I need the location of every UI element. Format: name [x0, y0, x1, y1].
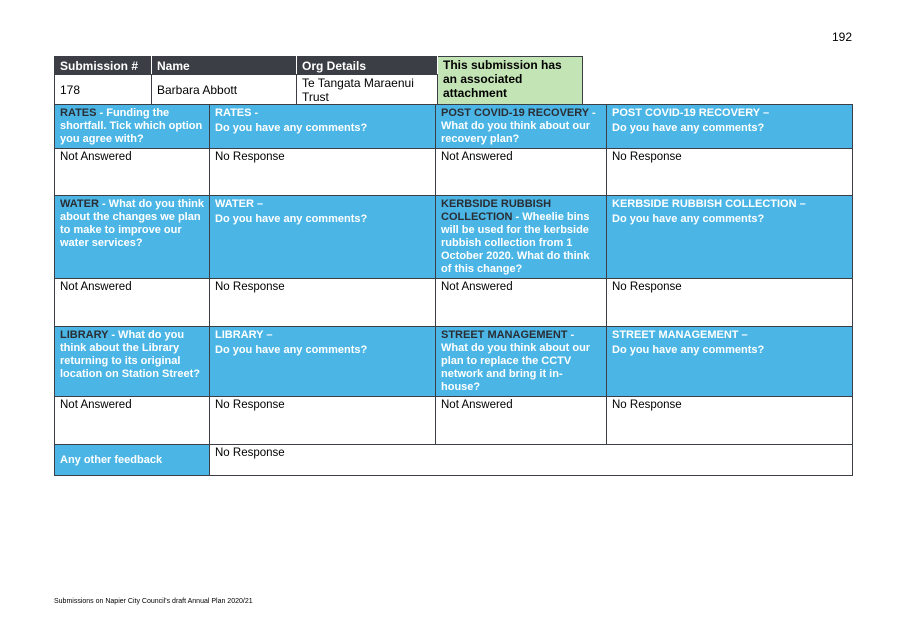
submission-number: 178	[54, 74, 152, 106]
answer-library-location: Not Answered	[54, 396, 210, 445]
question-water-changes: WATER - What do you think about the chan…	[54, 195, 210, 279]
answer-library-comments: No Response	[209, 396, 436, 445]
answer-rates-comments: No Response	[209, 148, 436, 196]
page-footer: Submissions on Napier City Council's dra…	[54, 598, 253, 605]
question-covid-plan: POST COVID-19 RECOVERY - What do you thi…	[435, 104, 607, 149]
question-other-feedback: Any other feedback	[54, 444, 210, 476]
answer-covid-plan: Not Answered	[435, 148, 607, 196]
answer-kerbside-bins: Not Answered	[435, 278, 607, 327]
question-library-location: LIBRARY - What do you think about the Li…	[54, 326, 210, 397]
submission-number-header: Submission #	[54, 56, 152, 75]
question-kerbside-bins: KERBSIDE RUBBISH COLLECTION - Wheelie bi…	[435, 195, 607, 279]
name-header: Name	[151, 56, 297, 75]
question-street-cctv: STREET MANAGEMENT - What do you think ab…	[435, 326, 607, 397]
org-details-header: Org Details	[296, 56, 438, 75]
answer-other-feedback: No Response	[209, 444, 853, 476]
answer-covid-comments: No Response	[606, 148, 853, 196]
submission-questions-table: RATES - Funding the shortfall. Tick whic…	[54, 104, 853, 476]
question-covid-comments: POST COVID-19 RECOVERY –Do you have any …	[606, 104, 853, 149]
question-kerbside-comments: KERBSIDE RUBBISH COLLECTION –Do you have…	[606, 195, 853, 279]
org-details: Te Tangata Maraenui Trust	[296, 74, 438, 106]
submission-header-table: Submission # Name Org Details This submi…	[54, 56, 583, 106]
question-rates-funding: RATES - Funding the shortfall. Tick whic…	[54, 104, 210, 149]
answer-street-comments: No Response	[606, 396, 853, 445]
answer-street-cctv: Not Answered	[435, 396, 607, 445]
answer-water-changes: Not Answered	[54, 278, 210, 327]
submitter-name: Barbara Abbott	[151, 74, 297, 106]
question-rates-comments: RATES -Do you have any comments?	[209, 104, 436, 149]
question-water-comments: WATER –Do you have any comments?	[209, 195, 436, 279]
page-number: 192	[831, 30, 852, 44]
question-street-comments: STREET MANAGEMENT –Do you have any comme…	[606, 326, 853, 397]
answer-rates-funding: Not Answered	[54, 148, 210, 196]
answer-kerbside-comments: No Response	[606, 278, 853, 327]
question-library-comments: LIBRARY –Do you have any comments?	[209, 326, 436, 397]
answer-water-comments: No Response	[209, 278, 436, 327]
attachment-notice: This submission has an associated attach…	[437, 56, 583, 106]
